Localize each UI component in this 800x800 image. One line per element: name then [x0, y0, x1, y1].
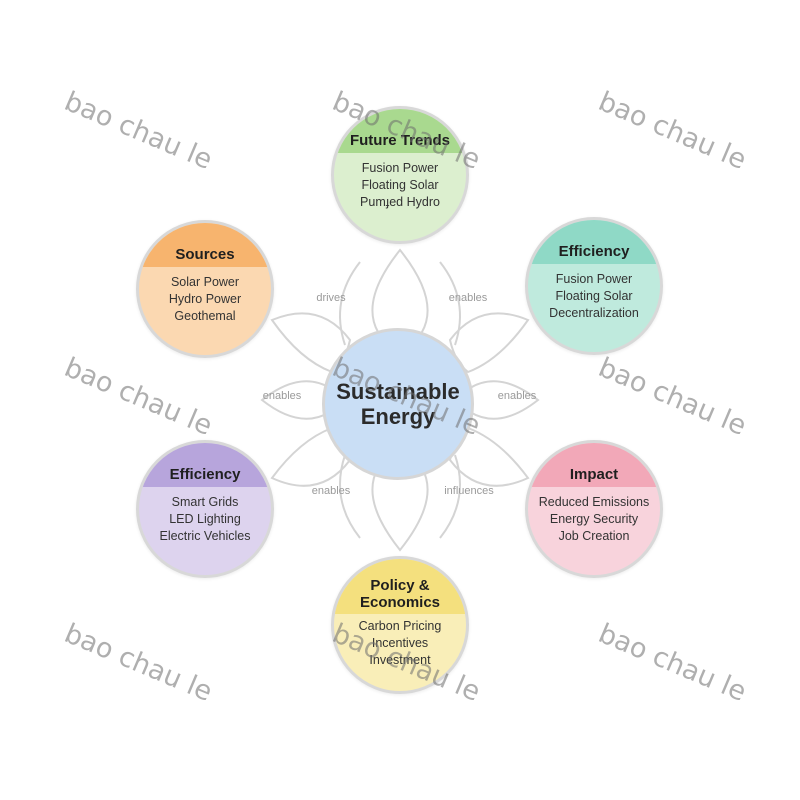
edge-label-enables-left: enables — [262, 390, 302, 402]
node-item: Incentives — [371, 636, 429, 650]
node-item: Energy Security — [549, 512, 639, 526]
petal-top-right-wide — [439, 261, 461, 346]
edge-label-enables-lower-left: enables — [311, 485, 351, 497]
node-items: Reduced Emissions Energy Security Job Cr… — [528, 487, 660, 545]
node-item: Geothemal — [174, 309, 236, 323]
petal-top — [371, 248, 429, 340]
node-item: Reduced Emissions — [538, 495, 650, 509]
node-efficiency-right: Efficiency Fusion Power Floating Solar D… — [525, 217, 663, 355]
petal-top-left-wide — [339, 261, 361, 346]
node-item: Investment — [369, 653, 431, 667]
edge-label-enables-upper-right: enables — [448, 292, 488, 304]
node-item: Electric Vehicles — [159, 529, 251, 543]
node-item: Decentralization — [549, 306, 639, 320]
node-item: Carbon Pricing — [358, 619, 442, 633]
node-items: Solar Power Hydro Power Geothemal — [139, 267, 271, 325]
center-node: Sustainable Energy — [322, 328, 474, 480]
node-item: Hydro Power — [168, 292, 242, 306]
node-items: Carbon Pricing Incentives Investment — [334, 614, 466, 669]
node-item: Pumɟed Hydro — [360, 195, 440, 209]
petal-bottom-left-wide — [339, 454, 361, 539]
node-item: Floating Solar — [555, 289, 633, 303]
node-item: LED Lighting — [169, 512, 241, 526]
node-item: Fusion Power — [555, 272, 633, 286]
edge-label-drives: drives — [316, 292, 346, 304]
node-item: Job Creation — [558, 529, 630, 543]
edge-label-influences: influences — [444, 485, 494, 497]
node-items: Smart Grids LED Lighting Electric Vehicl… — [139, 487, 271, 545]
center-title: Sustainable Energy — [336, 379, 460, 429]
node-policy-economics: Policy & Economics Carbon Pricing Incent… — [331, 556, 469, 694]
node-item: Smart Grids — [171, 495, 239, 509]
node-impact: Impact Reduced Emissions Energy Security… — [525, 440, 663, 578]
node-efficiency-left: Efficiency Smart Grids LED Lighting Elec… — [136, 440, 274, 578]
node-items: Fusion Power Floating Solar Decentraliza… — [528, 264, 660, 322]
petal-bottom-right-wide — [439, 454, 461, 539]
node-item: Fusion Power — [361, 161, 439, 175]
node-sources: Sources Solar Power Hydro Power Geothema… — [136, 220, 274, 358]
node-item: Floating Solar — [361, 178, 439, 192]
node-items: Fusion Power Floating Solar Pumɟed Hydro — [334, 153, 466, 211]
node-item: Solar Power — [170, 275, 240, 289]
edge-label-enables-right: enables — [497, 390, 537, 402]
